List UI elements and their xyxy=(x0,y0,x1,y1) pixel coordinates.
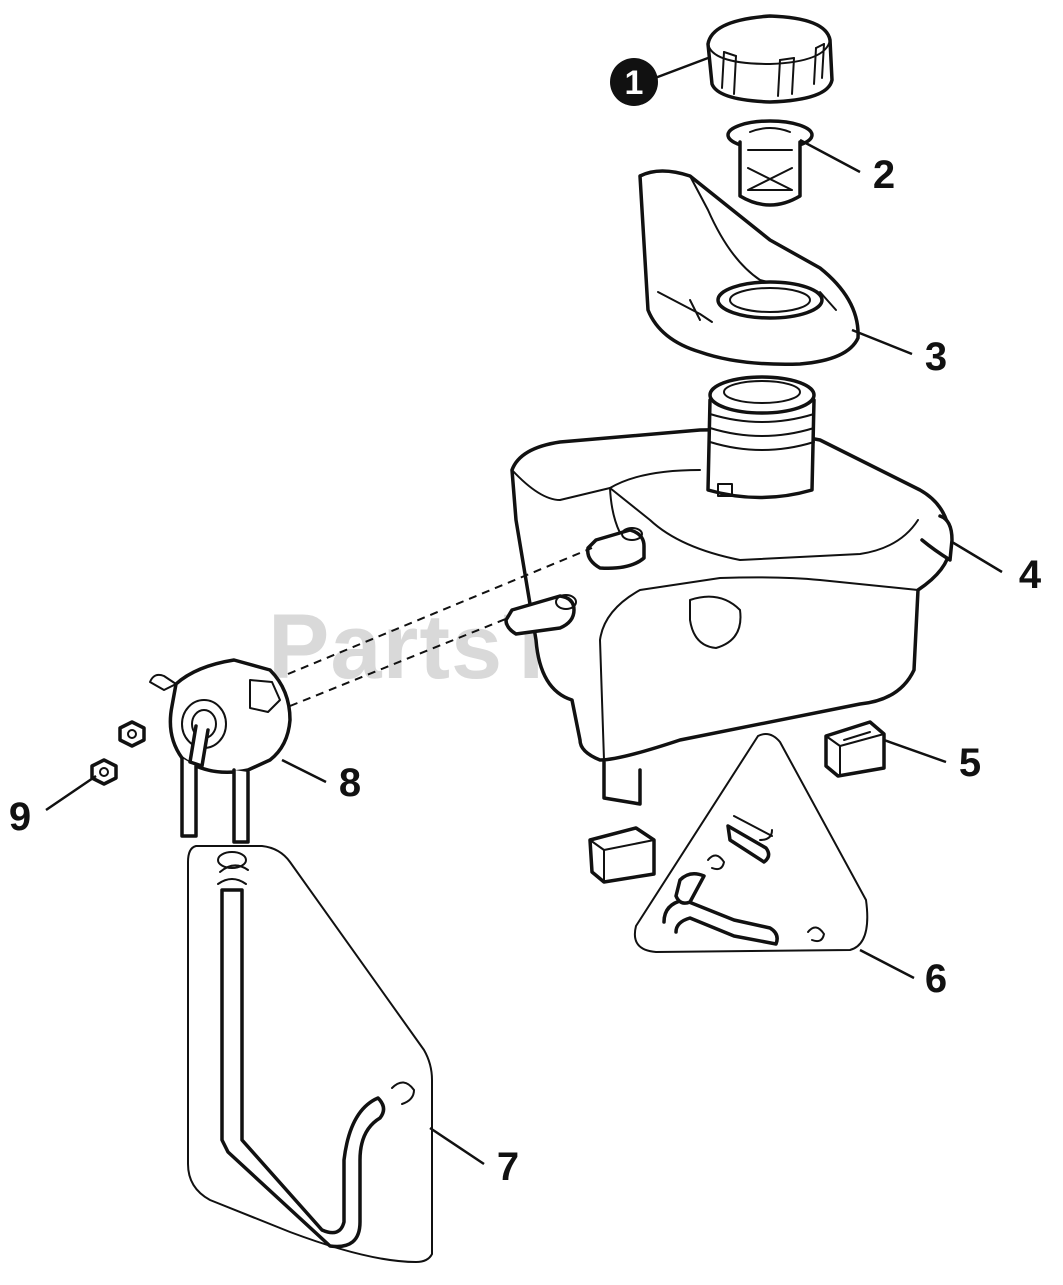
alignment-lines xyxy=(287,547,593,707)
callout-9-label[interactable]: 9 xyxy=(9,795,31,839)
callout-7-label[interactable]: 7 xyxy=(497,1145,519,1189)
part-grommet[interactable] xyxy=(824,720,886,778)
callout-8-label[interactable]: 8 xyxy=(339,761,361,805)
part-fuel-pump[interactable] xyxy=(149,658,292,844)
callout-1-circle xyxy=(610,58,658,106)
callout-5-label[interactable]: 5 xyxy=(959,741,981,785)
callout-1[interactable]: 1 xyxy=(610,58,658,106)
part-fuel-line-kit[interactable] xyxy=(588,733,869,953)
part-strainer[interactable] xyxy=(726,119,814,207)
callout-2-label[interactable]: 2 xyxy=(873,153,895,197)
part-nuts[interactable] xyxy=(90,720,146,786)
callout-4-label[interactable]: 4 xyxy=(1019,553,1042,597)
callout-6-label[interactable]: 6 xyxy=(925,957,947,1001)
leader-lines xyxy=(45,56,1003,1166)
part-fuel-tank[interactable] xyxy=(504,375,954,806)
callout-1-label: 1 xyxy=(625,64,644,102)
part-tank-cover[interactable] xyxy=(638,169,860,366)
part-fuel-line-assembly[interactable] xyxy=(187,845,433,1263)
part-fuel-cap[interactable] xyxy=(706,14,834,104)
callout-3-label[interactable]: 3 xyxy=(925,335,947,379)
